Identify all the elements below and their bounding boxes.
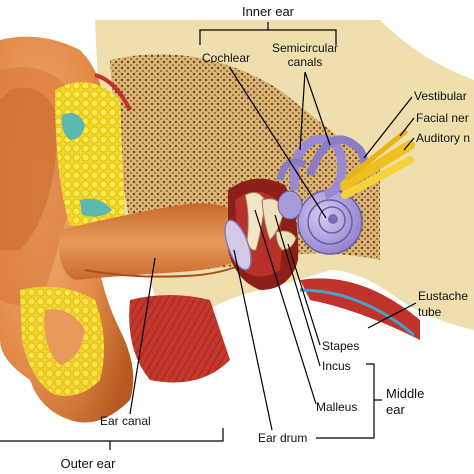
label-incus: Incus [322,359,351,373]
nerves [340,129,415,199]
label-cochlear: Cochlear [202,51,250,65]
label-outer-ear: Outer ear [61,456,117,471]
label-facial-nerve: Facial ner [416,111,469,125]
label-middle-ear-line2: ear [386,402,405,417]
leader-ear-canal [129,257,156,415]
label-eustachian-line2: tube [418,305,442,319]
label-middle-ear-line1: Middle [386,386,424,401]
pinna [0,36,134,423]
label-stapes: Stapes [322,339,359,353]
leader-semicircular-b [304,71,331,146]
semicircular-canals-shape [276,134,369,220]
label-eustachian-line1: Eustache [418,289,468,303]
cochlea-shape [297,189,363,255]
leader-auditory-nerve [403,137,415,151]
label-auditory-nerve: Auditory n [416,131,470,145]
leader-ear-drum [233,249,273,431]
leader-malleus [254,209,317,405]
outer-ear-bracket [0,428,224,442]
ear-canal-tube [59,203,241,280]
canal-cartilage [55,73,132,227]
leader-stapes [287,243,321,346]
muscle-tissue [129,278,420,383]
leader-facial-nerve [399,117,415,137]
label-ear-canal: Ear canal [100,414,151,428]
label-ear-drum: Ear drum [258,431,307,445]
label-semicircular-line2: canals [288,55,323,69]
label-vestibular: Vestibular [414,89,467,103]
middle-ear-bracket [366,363,375,439]
label-semicircular-line1: Semicircular [272,41,338,55]
label-inner-ear: Inner ear [242,4,295,19]
leader-incus [274,214,321,367]
label-malleus: Malleus [316,400,357,414]
leader-eustachian [367,302,417,329]
leader-vestibular [363,96,413,159]
leader-cochlear [229,67,327,219]
leader-semicircular-a [299,71,306,151]
